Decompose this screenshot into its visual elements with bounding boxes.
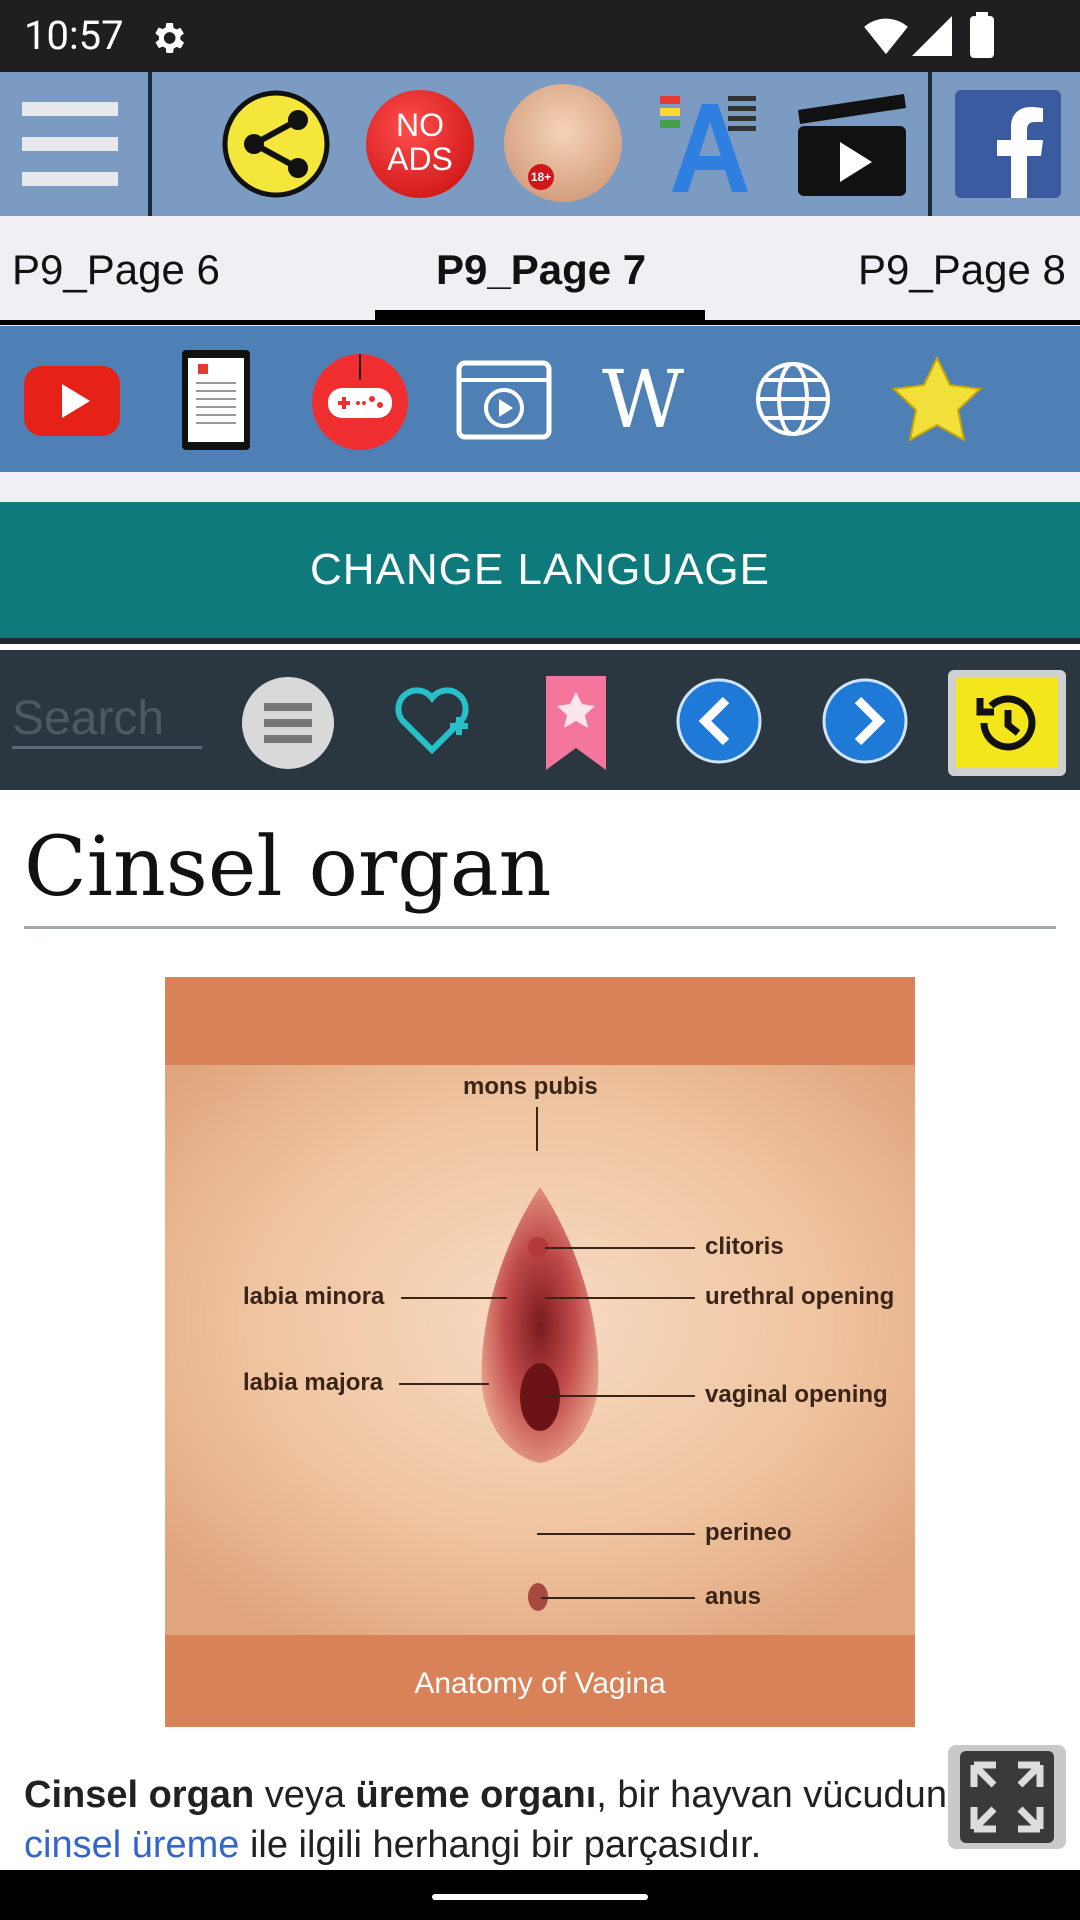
article-content: Cinsel organ mons pubis clitoris labia m… bbox=[0, 790, 1080, 1870]
hamburger-menu-icon[interactable] bbox=[22, 100, 118, 188]
ebook-reader-icon[interactable] bbox=[182, 350, 250, 450]
link-cinsel-ureme[interactable]: cinsel üreme bbox=[24, 1824, 240, 1866]
no-ads-line1: NO bbox=[396, 107, 444, 143]
status-bar: 10:57 bbox=[0, 0, 1080, 72]
cell-signal-icon bbox=[912, 16, 952, 56]
battery-icon bbox=[970, 12, 994, 58]
text: veya bbox=[254, 1774, 356, 1816]
toolbar-divider bbox=[928, 72, 932, 216]
label-mons-pubis: mons pubis bbox=[463, 1073, 598, 1100]
video-clapper-icon[interactable] bbox=[796, 90, 908, 198]
article-paragraph: Cinsel organ veya üreme organı, bir hayv… bbox=[24, 1770, 1064, 1870]
youtube-icon[interactable] bbox=[24, 366, 120, 436]
term-bold: üreme organı bbox=[355, 1774, 597, 1816]
video-player-icon[interactable] bbox=[456, 360, 552, 440]
page-tabs: P9_Page 6 P9_Page 7 P9_Page 8 bbox=[0, 216, 1080, 326]
text: ile ilgili herhangi bir parçasıdır. bbox=[239, 1824, 762, 1866]
no-ads-line2: ADS bbox=[387, 141, 453, 177]
spacer bbox=[0, 472, 1080, 502]
tab-page-8[interactable]: P9_Page 8 bbox=[858, 246, 1066, 293]
text-size-icon[interactable] bbox=[658, 92, 758, 196]
status-time: 10:57 bbox=[24, 12, 124, 59]
label-anus: anus bbox=[705, 1583, 762, 1610]
shortcut-icon-bar: W bbox=[0, 326, 1080, 472]
list-menu-icon[interactable] bbox=[240, 675, 336, 771]
tab-page-6[interactable]: P9_Page 6 bbox=[12, 246, 220, 293]
fullscreen-icon bbox=[960, 1751, 1054, 1843]
anatomy-figure[interactable]: mons pubis clitoris labia minora urethra… bbox=[165, 977, 915, 1727]
no-ads-button[interactable]: NO ADS bbox=[366, 90, 474, 198]
favorites-star-icon[interactable] bbox=[892, 356, 982, 442]
label-labia-majora: labia majora bbox=[243, 1369, 384, 1396]
history-icon bbox=[956, 678, 1058, 768]
label-clitoris: clitoris bbox=[705, 1233, 784, 1260]
history-button[interactable] bbox=[948, 670, 1066, 776]
fullscreen-button[interactable] bbox=[948, 1745, 1066, 1849]
tab-page-7[interactable]: P9_Page 7 bbox=[436, 246, 647, 293]
forward-arrow-icon[interactable] bbox=[822, 678, 908, 764]
label-urethral-opening: urethral opening bbox=[705, 1283, 895, 1310]
adult-content-icon[interactable]: 18+ bbox=[504, 84, 622, 202]
active-tab-indicator bbox=[375, 310, 705, 324]
search-toolbar bbox=[0, 650, 1080, 790]
toolbar-divider bbox=[148, 72, 152, 216]
figure-caption: Anatomy of Vagina bbox=[414, 1667, 666, 1700]
globe-icon[interactable] bbox=[754, 360, 832, 438]
search-input[interactable] bbox=[12, 690, 202, 749]
anatomy-illustration bbox=[165, 977, 915, 1727]
label-vaginal-opening: vaginal opening bbox=[705, 1381, 888, 1408]
label-labia-minora: labia minora bbox=[243, 1283, 385, 1310]
add-favorite-heart-icon[interactable] bbox=[394, 686, 470, 756]
term-bold: Cinsel organ bbox=[24, 1774, 255, 1816]
facebook-icon[interactable] bbox=[955, 90, 1061, 198]
adult-badge: 18+ bbox=[528, 164, 554, 190]
text: , bir hayvan vücudunun bbox=[596, 1774, 990, 1816]
settings-gear-icon bbox=[155, 23, 184, 53]
change-language-button[interactable]: CHANGE LANGUAGE bbox=[0, 502, 1080, 644]
wifi-icon bbox=[864, 18, 908, 55]
title-divider bbox=[24, 926, 1056, 929]
back-arrow-icon[interactable] bbox=[676, 678, 762, 764]
games-controller-icon[interactable] bbox=[310, 352, 410, 452]
top-toolbar: NO ADS 18+ bbox=[0, 72, 1080, 216]
system-nav-bar bbox=[0, 1870, 1080, 1920]
label-perineo: perineo bbox=[705, 1519, 792, 1546]
share-icon[interactable] bbox=[222, 90, 330, 198]
home-gesture-handle[interactable] bbox=[432, 1894, 648, 1900]
bookmark-icon[interactable] bbox=[544, 674, 608, 772]
page-title: Cinsel organ bbox=[24, 820, 552, 915]
wikipedia-icon[interactable]: W bbox=[602, 353, 685, 446]
